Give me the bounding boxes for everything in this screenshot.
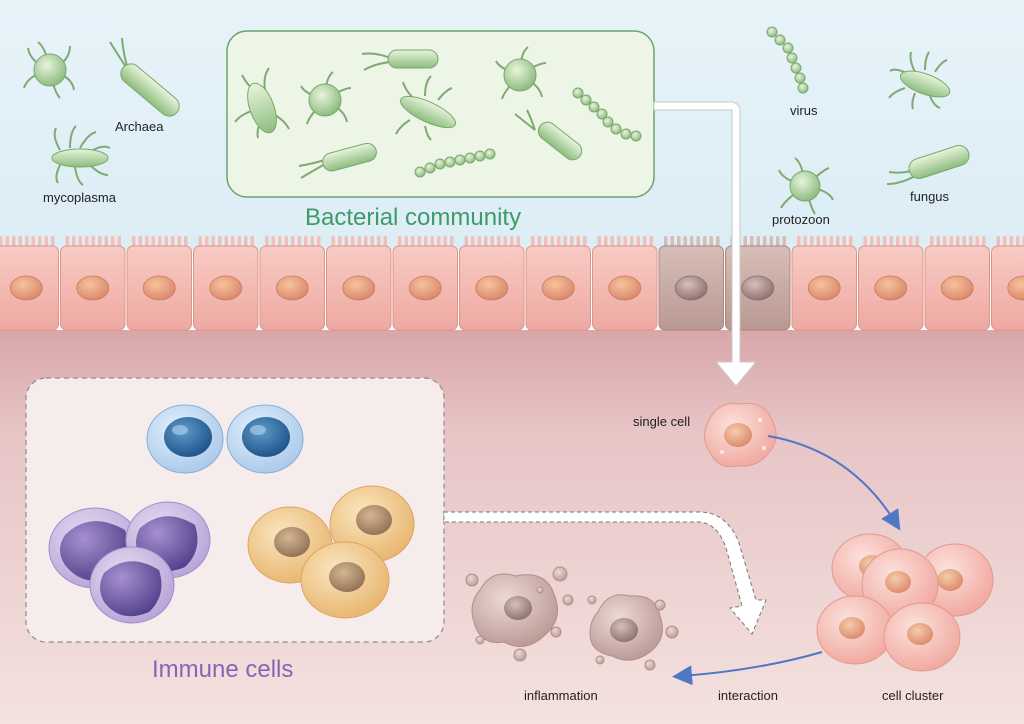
mycoplasma-label: mycoplasma [43, 190, 116, 205]
monocytes-purple [48, 501, 211, 624]
cluster-to-inflammation-arrow [672, 651, 823, 686]
macrophages-yellow [247, 485, 415, 619]
single-tumor-cell [704, 402, 777, 468]
single-cell-label: single cell [633, 414, 691, 429]
epithelial-cell [658, 236, 724, 331]
mycoplasma-microbe-top [23, 41, 75, 99]
cell-cluster-label: cell cluster [882, 688, 944, 703]
epithelial-cell [459, 236, 525, 331]
archaea-rod-microbe [109, 37, 180, 117]
community-to-cell-arrow [653, 101, 758, 387]
epithelial-cell [991, 236, 1024, 331]
epithelial-cell [525, 236, 591, 331]
epithelial-cell [259, 236, 325, 331]
epithelial-cell [924, 236, 990, 331]
fungus-label: fungus [910, 189, 950, 204]
mycoplasma-microbe [51, 125, 111, 186]
virus-chain-microbe [766, 26, 809, 94]
inflammation-label: inflammation [524, 688, 598, 703]
epithelial-cell [858, 236, 924, 331]
epithelial-cell [193, 236, 259, 331]
archaea-label: Archaea [115, 119, 164, 134]
lymphocytes-blue [146, 404, 304, 474]
epithelial-cell [392, 236, 458, 331]
tumor-cell-cluster [816, 533, 994, 672]
immune-cells-title: Immune cells [152, 656, 294, 683]
interaction-label: interaction [718, 688, 778, 703]
epithelial-cell [725, 236, 791, 331]
epithelial-cell [0, 236, 59, 331]
epithelial-cell [126, 236, 192, 331]
epithelial-cell [592, 236, 658, 331]
protozoon-label: protozoon [772, 212, 830, 227]
fungus-rod-microbe [886, 145, 970, 185]
inflamed-cells [465, 566, 679, 671]
protozoon-microbe [778, 157, 834, 215]
virus-label: virus [790, 103, 818, 118]
community-bacteria [234, 46, 642, 179]
fungus-ciliate-microbe [888, 51, 951, 110]
epithelial-cell [60, 236, 126, 331]
bacterial-community-title: Bacterial community [305, 204, 522, 231]
epithelial-cell [791, 236, 857, 331]
single-to-cluster-arrow [767, 435, 901, 531]
epithelial-cell [326, 236, 392, 331]
epithelial-layer [0, 236, 1024, 331]
